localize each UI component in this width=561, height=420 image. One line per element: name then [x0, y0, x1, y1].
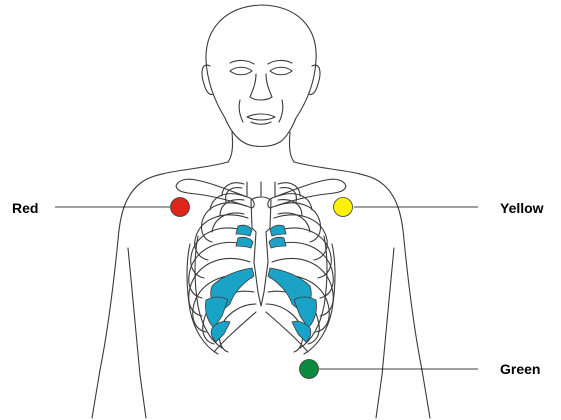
- left-eye: [230, 67, 252, 75]
- yellow-electrode-label: Yellow: [500, 200, 544, 216]
- mouth: [247, 114, 275, 120]
- torso-outline: [92, 162, 228, 418]
- head-outline: [206, 5, 316, 147]
- yellow-electrode: [334, 198, 353, 217]
- sternum: [251, 197, 271, 306]
- neck-left: [228, 132, 233, 162]
- right-eye: [270, 67, 292, 75]
- green-electrode: [300, 360, 319, 379]
- red-electrode-label: Red: [12, 200, 38, 216]
- costal-margin: [214, 312, 308, 352]
- nose: [250, 74, 272, 100]
- red-electrode: [171, 198, 190, 217]
- neck-right: [289, 132, 294, 162]
- green-electrode-label: Green: [500, 361, 540, 377]
